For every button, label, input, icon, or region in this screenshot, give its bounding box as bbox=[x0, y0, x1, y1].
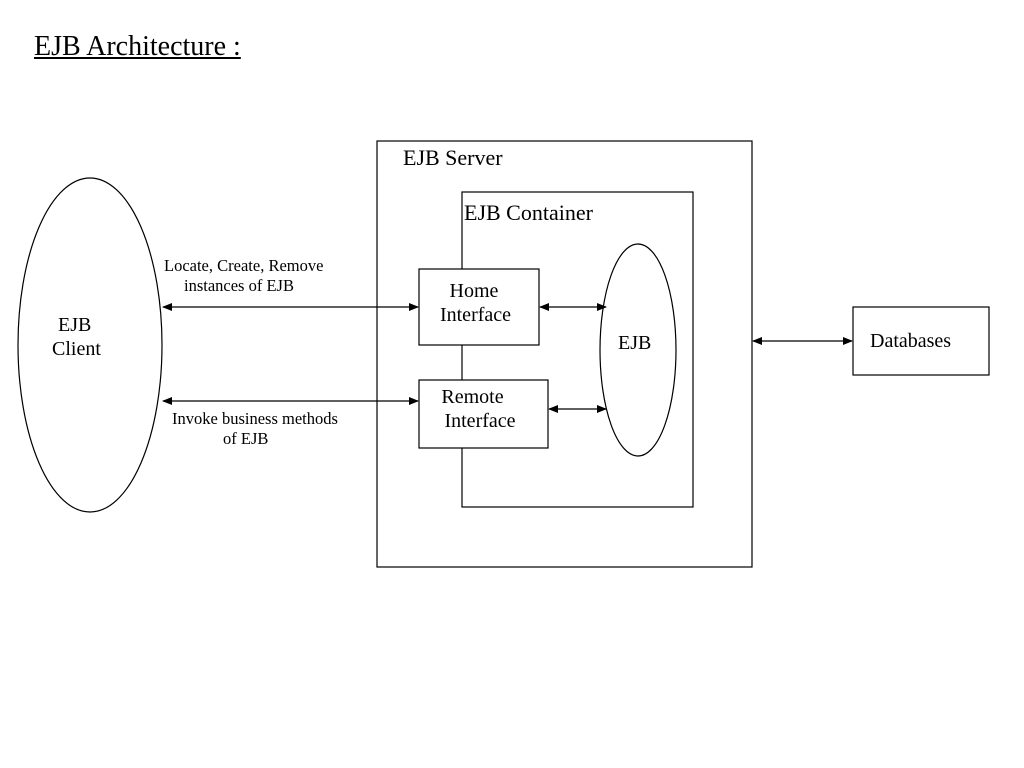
ejb-label: EJB bbox=[618, 332, 652, 354]
remote-arrow-label: Invoke business methods of EJB bbox=[172, 409, 338, 448]
server-box bbox=[376, 140, 753, 568]
client-ellipse bbox=[17, 177, 163, 513]
home-interface-label: Home Interface bbox=[439, 280, 512, 326]
databases-label: Databases bbox=[870, 330, 952, 352]
home-interface-box bbox=[418, 268, 540, 346]
home-arrow-label: Locate, Create, Remove instances of EJB bbox=[164, 256, 324, 295]
remote-interface-box bbox=[418, 379, 549, 449]
container-label: EJB Container bbox=[464, 200, 593, 225]
server-label: EJB Server bbox=[403, 145, 503, 170]
container-box bbox=[461, 191, 694, 508]
remote-interface-label: Remote Interface bbox=[441, 386, 516, 432]
page-title: EJB Architecture : bbox=[34, 31, 241, 62]
ejb-ellipse bbox=[599, 243, 677, 457]
client-label: EJB Client bbox=[52, 314, 101, 360]
databases-box bbox=[852, 306, 990, 376]
